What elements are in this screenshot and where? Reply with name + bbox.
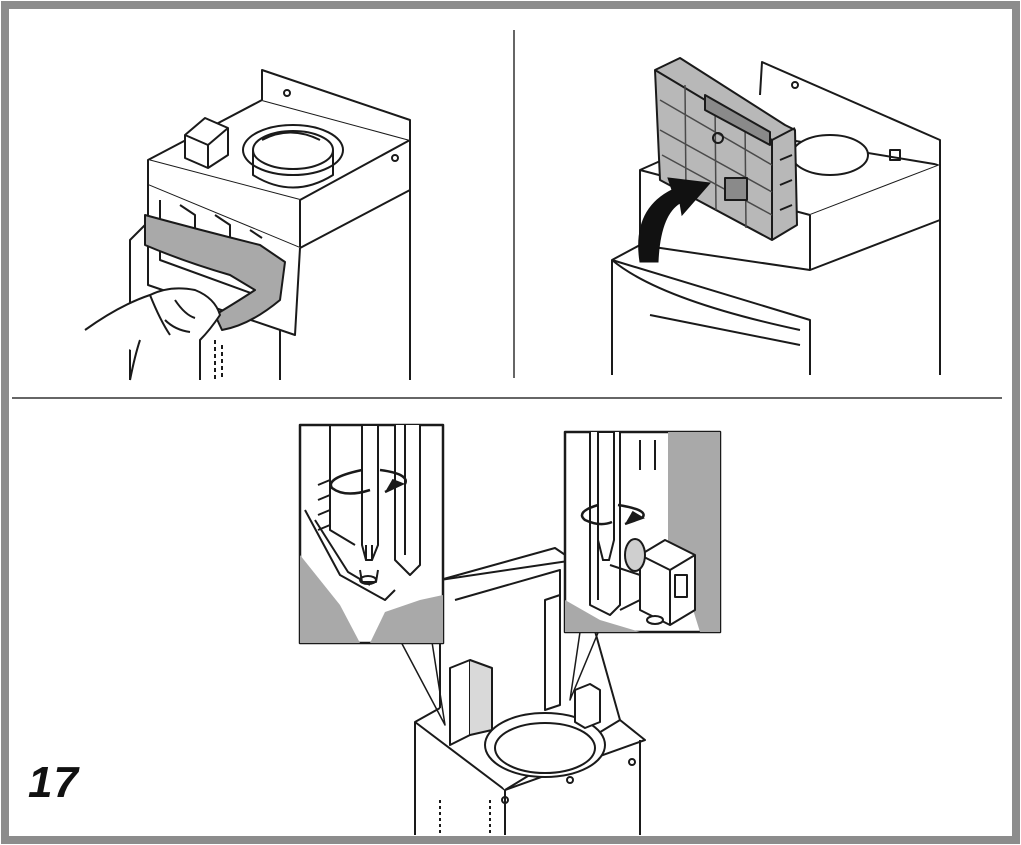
panel-top-left (84, 69, 411, 381)
inset-right (563, 430, 722, 634)
rotate-arrow-icon (329, 468, 407, 495)
screwdriver-icon (361, 424, 379, 561)
screwdriver-icon-right (597, 431, 615, 561)
rotate-arrow-icon-right (580, 503, 645, 526)
step-number: 17 (28, 758, 79, 807)
curved-arrow-icon (638, 177, 712, 263)
